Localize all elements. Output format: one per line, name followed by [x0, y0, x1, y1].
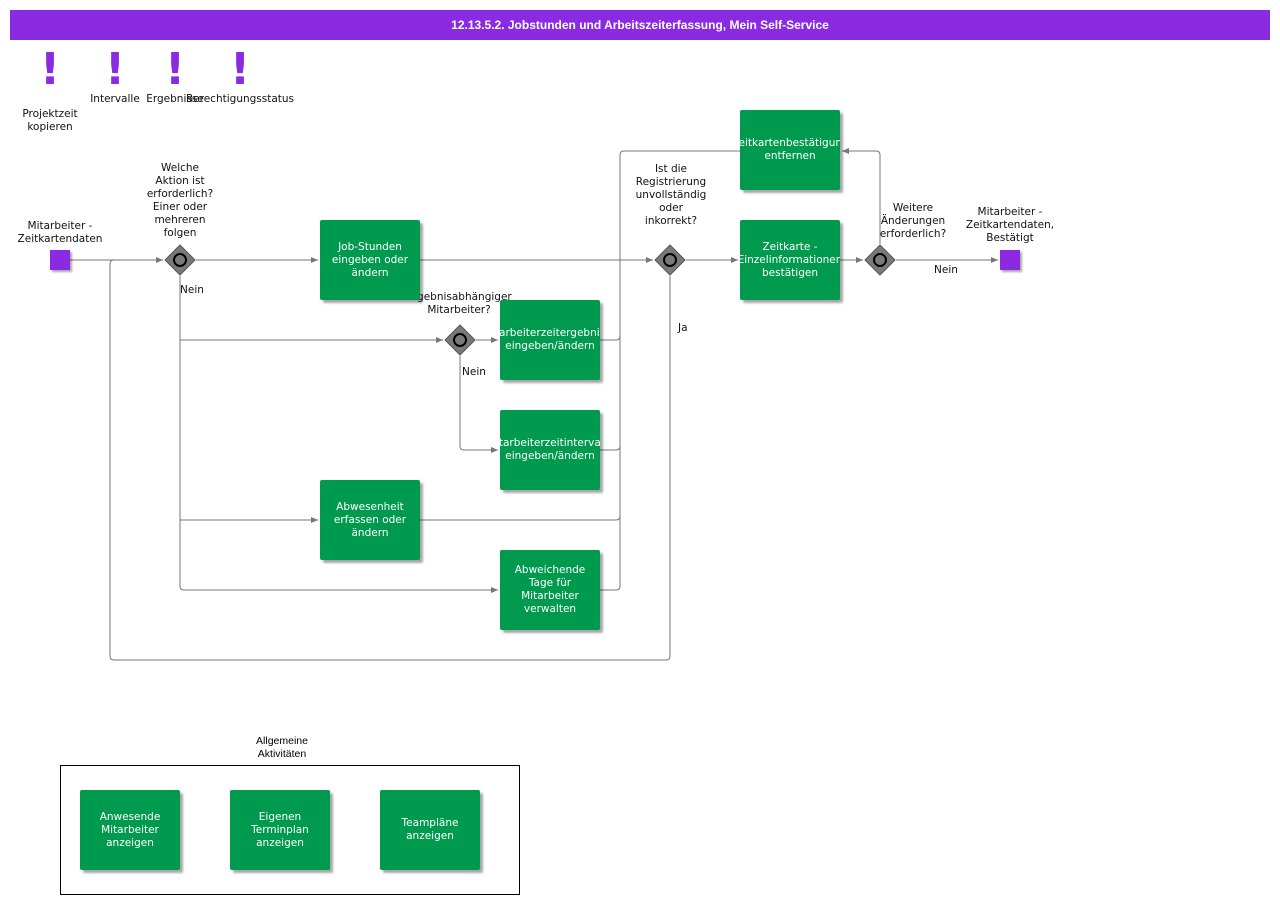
flow-merge-deviating [600, 150, 740, 591]
gateway-changes-question: Weitere Änderungen erforderlich? [879, 202, 947, 240]
task-results-entry[interactable]: Mitarbeiterzeitergebnisse eingeben/änder… [500, 300, 600, 380]
flow-to-intervals-entry [459, 356, 498, 453]
flow-merge-intervals [600, 445, 621, 451]
exclamation-icon: ! [104, 44, 126, 95]
marker-label-authorization: Berechtigungsstatus [185, 93, 295, 105]
gateway-result-question: Ergebnisabhängiger Mitarbeiter? [406, 291, 512, 316]
exclamation-icon: ! [164, 44, 186, 95]
task-present-employees-label: Anwesende Mitarbeiter anzeigen [99, 810, 161, 849]
gateway-result-no-label: Nein [462, 366, 486, 378]
task-confirm-timecard-label: Zeitkarte - Einzelinformationen bestätig… [740, 240, 840, 279]
gateway-action-no-label: Nein [180, 284, 204, 296]
marker-label-project-time: Projektzeit kopieren [22, 108, 78, 133]
task-results-entry-label: Mitarbeiterzeitergebnisse eingeben/änder… [500, 327, 600, 352]
gateway-result [444, 324, 476, 356]
task-absence[interactable]: Abwesenheit erfassen oder ändern [320, 480, 420, 560]
gateway-registration [654, 244, 686, 276]
task-team-schedules[interactable]: Teampläne anzeigen [380, 790, 480, 870]
task-job-hours-label: Job-Stunden eingeben oder ändern [331, 240, 409, 279]
task-team-schedules-label: Teampläne anzeigen [401, 817, 459, 842]
gateway-action-question: Welche Aktion ist erforderlich? Einer od… [146, 162, 214, 239]
gateway-registration-question: Ist die Registrierung unvollständig oder… [635, 163, 707, 227]
start-event-label: Mitarbeiter - Zeitkartendaten [17, 220, 103, 245]
marker-label-intervals: Intervalle [90, 93, 140, 105]
task-absence-label: Abwesenheit erfassen oder ändern [333, 500, 407, 539]
flow-action-branches [179, 276, 498, 593]
task-deviating-days-label: Abweichende Tage für Mitarbeiter verwalt… [514, 564, 586, 615]
end-event-label: Mitarbeiter - Zeitkartendaten, Bestätigt [965, 206, 1055, 244]
flow-changes-to-remove [842, 148, 881, 244]
flow-merge-results [600, 335, 621, 341]
start-event [50, 250, 70, 270]
general-group-title: Allgemeine Aktivitäten [256, 735, 308, 760]
task-remove-confirmation[interactable]: Zeitkartenbestätigung entfernen [740, 110, 840, 190]
general-group-frame [60, 765, 520, 895]
diagram-title: 12.13.5.2. Jobstunden und Arbeitszeiterf… [451, 18, 829, 32]
task-own-schedule[interactable]: Eigenen Terminplan anzeigen [230, 790, 330, 870]
gateway-changes-no-label: Nein [934, 264, 958, 276]
diagram-title-bar: 12.13.5.2. Jobstunden und Arbeitszeiterf… [10, 10, 1270, 40]
task-remove-confirmation-label: Zeitkartenbestätigung entfernen [740, 137, 840, 162]
exclamation-icon: ! [229, 44, 251, 95]
gateway-changes [864, 244, 896, 276]
gateway-action [164, 244, 196, 276]
marker-label-results: Ergebnisse [146, 93, 204, 105]
task-intervals-entry-label: Mitarbeiterzeitintervalle eingeben/änder… [500, 437, 600, 462]
flow-merge-absence [420, 515, 621, 521]
flow-registration-yes-loop [109, 259, 671, 661]
task-confirm-timecard[interactable]: Zeitkarte - Einzelinformationen bestätig… [740, 220, 840, 300]
task-present-employees[interactable]: Anwesende Mitarbeiter anzeigen [80, 790, 180, 870]
gateway-registration-yes-label: Ja [678, 322, 688, 334]
task-intervals-entry[interactable]: Mitarbeiterzeitintervalle eingeben/änder… [500, 410, 600, 490]
task-deviating-days[interactable]: Abweichende Tage für Mitarbeiter verwalt… [500, 550, 600, 630]
exclamation-icon: ! [39, 44, 61, 95]
task-own-schedule-label: Eigenen Terminplan anzeigen [251, 810, 309, 849]
task-job-hours[interactable]: Job-Stunden eingeben oder ändern [320, 220, 420, 300]
end-event [1000, 250, 1020, 270]
